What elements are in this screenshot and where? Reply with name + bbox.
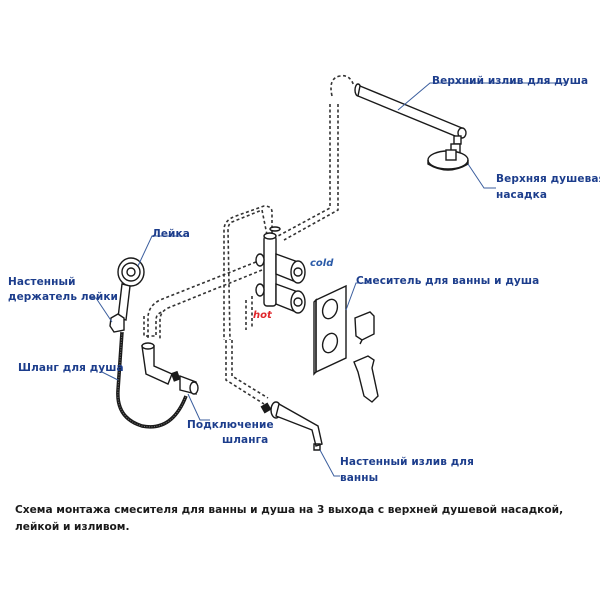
concealed-pipe-to-bath-spout	[225, 296, 269, 405]
label-cold: cold	[310, 258, 334, 269]
concealed-pipe-loop	[223, 205, 273, 341]
mixer-handles	[353, 311, 379, 403]
leader-top-spout	[397, 82, 568, 111]
label-bath-spout-line2: ванны	[340, 472, 379, 484]
concealed-pipe-to-hose-outlet	[147, 261, 263, 340]
label-wall-holder-line2: держатель лейки	[8, 291, 118, 303]
caption-line-2: лейкой и изливом.	[15, 521, 130, 533]
shower-hose	[116, 331, 188, 429]
concealed-outlet-elbow	[143, 311, 163, 337]
hand-shower	[117, 257, 145, 321]
label-hand-shower: Лейка	[152, 228, 190, 240]
leader-wall-holder	[90, 297, 113, 323]
label-wall-holder-line1: Настенный	[8, 276, 76, 288]
label-mixer: Смеситель для ванны и душа	[356, 275, 540, 287]
label-top-shower-head-line2: насадка	[496, 189, 548, 201]
diagram-caption: Схема монтажа смесителя для ванны и душа…	[15, 502, 590, 536]
label-shower-hose: Шланг для душа	[18, 362, 124, 374]
leader-bath-spout	[319, 449, 340, 477]
hose-connection-elbow	[141, 342, 199, 395]
bath-spout	[260, 401, 323, 451]
label-hose-connection-line1: Подключение	[187, 419, 274, 431]
leader-top-shower-head	[467, 163, 496, 189]
leader-mixer	[345, 282, 372, 311]
cover-plate	[313, 284, 347, 376]
leader-shower-hose	[100, 371, 119, 381]
label-hose-connection-line2: шланга	[222, 434, 269, 446]
label-top-spout: Верхний излив для душа	[432, 75, 589, 87]
valve-body	[255, 226, 306, 314]
label-top-shower-head-line1: Верхняя душевая	[496, 173, 600, 185]
hand-shower-holder	[109, 313, 125, 333]
concealed-pipe-to-top-spout	[277, 74, 355, 241]
caption-line-1: Схема монтажа смесителя для ванны и душа…	[15, 504, 564, 516]
top-shower-arm	[354, 83, 467, 145]
label-hot: hot	[253, 310, 272, 321]
label-bath-spout-line1: Настенный излив для	[340, 456, 474, 468]
leader-hand-shower	[137, 235, 188, 267]
leader-hose-connection	[187, 393, 210, 421]
top-shower-head	[427, 143, 469, 171]
